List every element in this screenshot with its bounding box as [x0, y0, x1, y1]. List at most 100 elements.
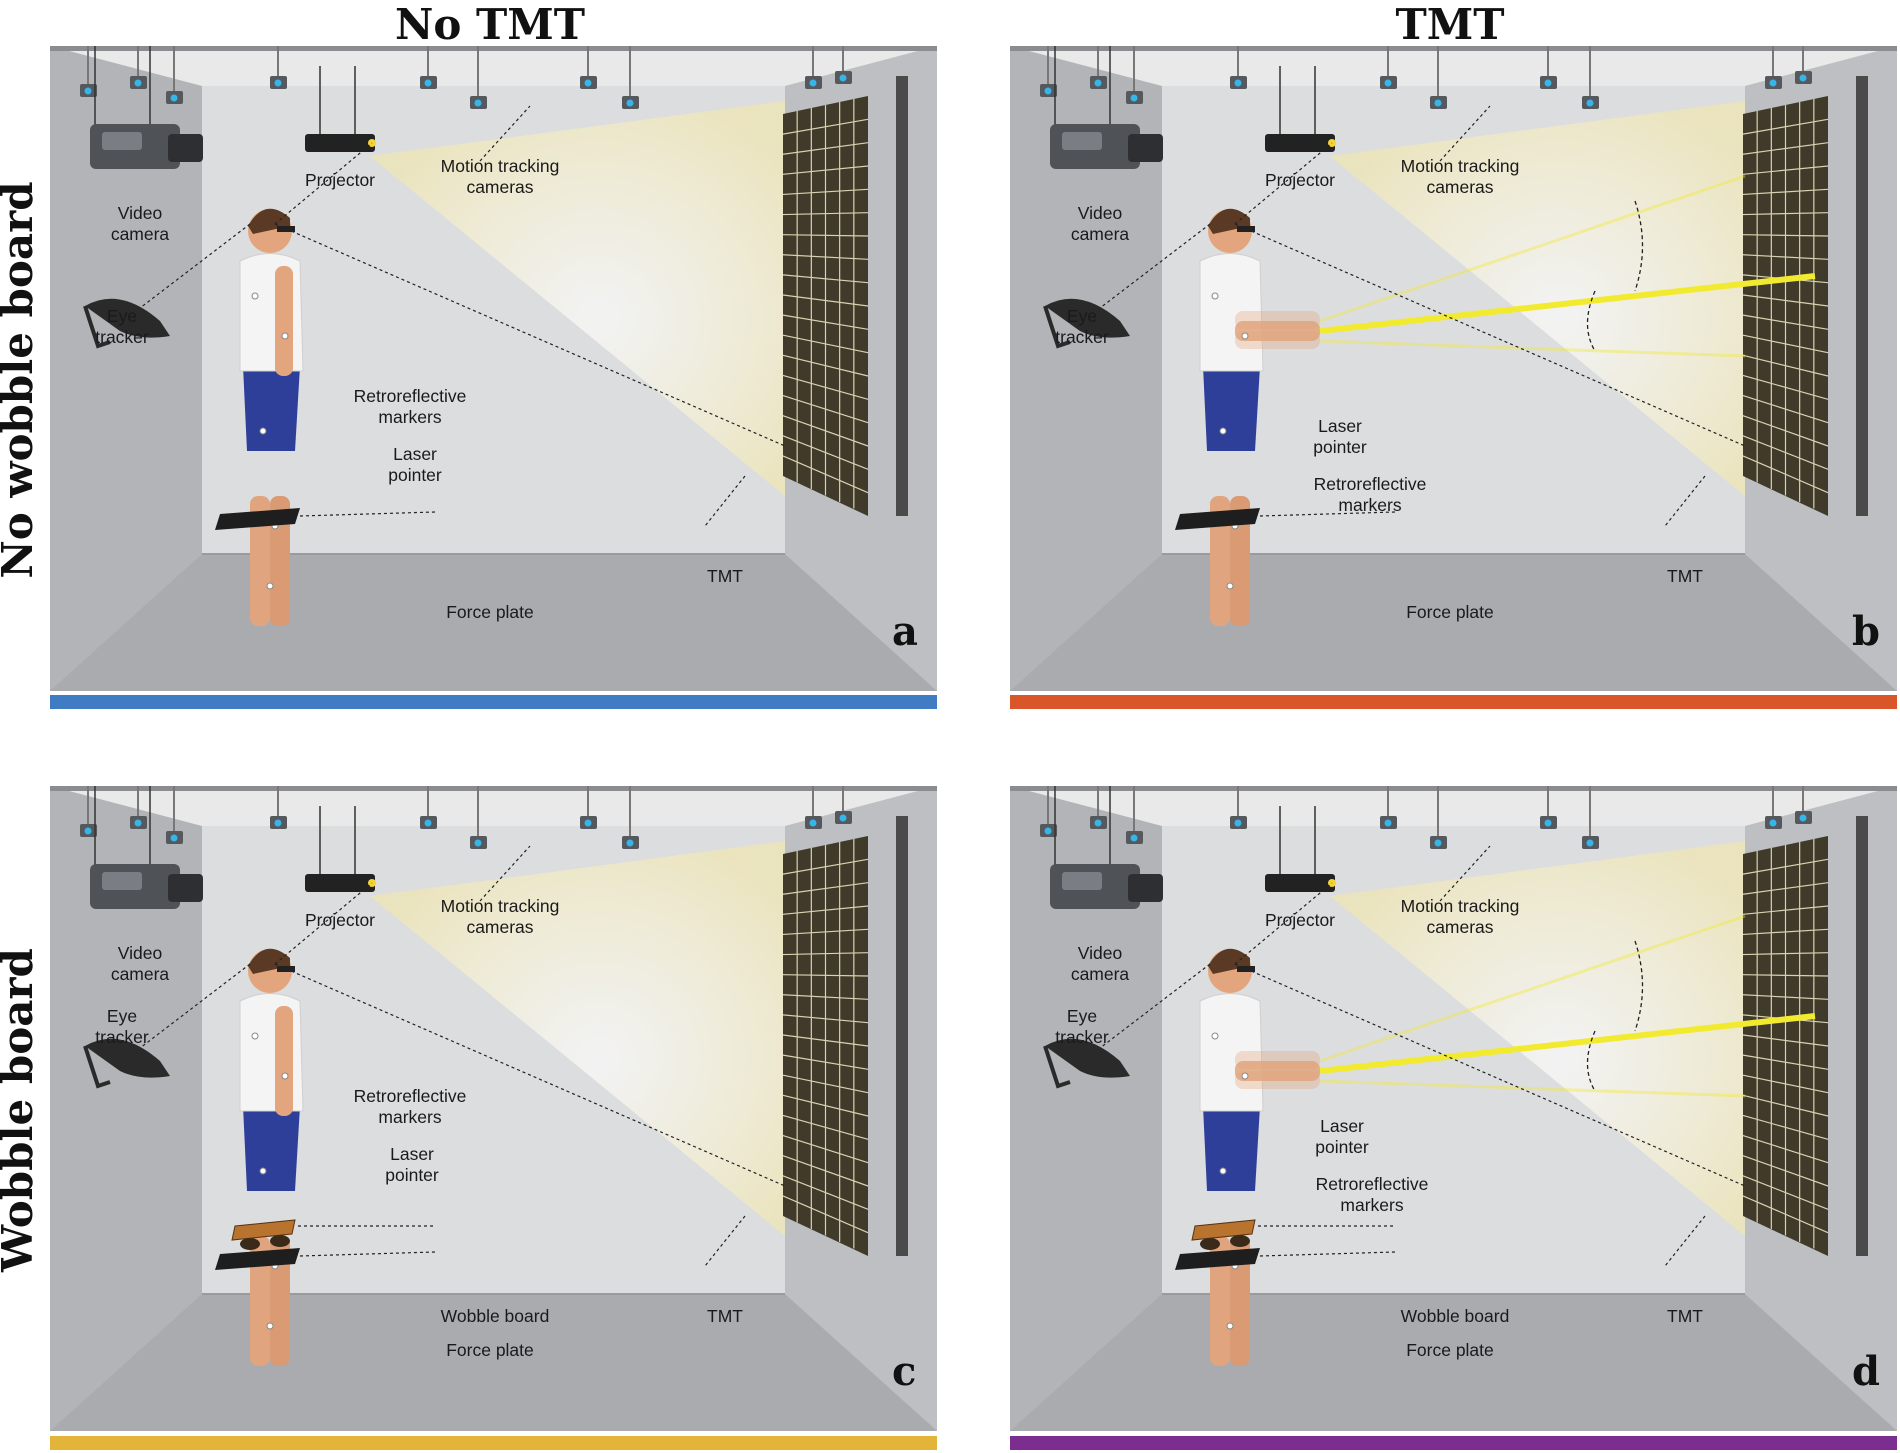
- person-arm: [275, 266, 293, 376]
- leader-force-plate: [299, 511, 436, 517]
- camera-lens: [1799, 814, 1807, 822]
- wobble-board-roller: [270, 1235, 290, 1247]
- row-header-no-wobble-board: No wobble board: [0, 181, 42, 579]
- retroreflective-marker: [259, 427, 267, 435]
- force-plate: [1175, 508, 1260, 530]
- retroreflective-marker: [1226, 1322, 1234, 1330]
- left-wall: [50, 46, 202, 691]
- camera-lens: [626, 839, 634, 847]
- videocam-lens: [168, 134, 203, 162]
- person-leg: [1210, 496, 1230, 626]
- laser-beam-ghost: [1319, 339, 1746, 358]
- camera-lens: [134, 79, 142, 87]
- leader-eye-tracker: [139, 223, 251, 309]
- person-shorts: [1203, 366, 1260, 451]
- leader-cameras: [479, 845, 531, 902]
- label-laser-pointer: Laser pointer: [388, 444, 442, 485]
- panel-letter: c: [892, 1348, 917, 1395]
- column-header-tmt: TMT: [1395, 0, 1505, 49]
- camera-lens: [474, 839, 482, 847]
- range-arc: [1586, 1030, 1596, 1092]
- laser-beam-ghost: [1319, 914, 1746, 1063]
- retroreflective-marker: [251, 1032, 259, 1040]
- label-tmt: TMT: [707, 566, 743, 586]
- ceiling-rail: [1010, 786, 1897, 791]
- person-shirt: [239, 993, 304, 1112]
- leader-cameras: [1439, 105, 1491, 162]
- range-arc: [1634, 200, 1644, 292]
- projector-body: [305, 134, 375, 152]
- force-plate: [215, 508, 300, 530]
- projector-body: [1265, 874, 1335, 892]
- camera-lens: [1586, 839, 1594, 847]
- label-laser-pointer: Laser pointer: [1313, 416, 1367, 457]
- column-header-no-tmt: No TMT: [394, 0, 586, 49]
- label-retroreflective-markers: Retroreflective markers: [353, 1086, 467, 1127]
- leader-force-plate: [1259, 1251, 1396, 1257]
- camera-lens: [839, 814, 847, 822]
- leader-tmt: [704, 1215, 746, 1267]
- camera-lens: [1130, 834, 1138, 842]
- camera-lens: [84, 827, 92, 835]
- leader-gaze: [274, 963, 786, 1187]
- leader-force-plate: [299, 1251, 436, 1257]
- camera-lens: [274, 819, 282, 827]
- retroreflective-marker: [251, 292, 259, 300]
- label-projector: Projector: [304, 170, 376, 190]
- person-leg: [1210, 1236, 1230, 1366]
- person-shorts: [1203, 1106, 1260, 1191]
- camera-lens: [1234, 819, 1242, 827]
- row-header-wobble-board: Wobble board: [0, 948, 42, 1272]
- camera-lens: [1799, 74, 1807, 82]
- eye-tracker-arm: [1043, 305, 1071, 349]
- eye-tracker-glasses: [85, 298, 170, 338]
- laser-beam-ghost: [1319, 174, 1746, 323]
- label-laser-pointer: Laser pointer: [385, 1144, 439, 1185]
- label-force-plate: Force plate: [446, 1340, 534, 1360]
- eye-tracker-arm: [83, 1045, 111, 1089]
- leader-cameras: [1439, 845, 1491, 902]
- ceiling-rail: [1010, 46, 1897, 51]
- lab-scene: [1010, 786, 1897, 1431]
- projection-cone: [370, 101, 785, 496]
- eye-tracker-arm: [83, 305, 111, 349]
- label-motion-cameras: Motion tracking cameras: [1400, 896, 1520, 937]
- wobble-board: [231, 1219, 296, 1241]
- wobble-board-roller: [240, 1238, 260, 1250]
- videocam-lens: [1128, 134, 1163, 162]
- camera-lens: [1544, 79, 1552, 87]
- label-force-plate: Force plate: [1406, 602, 1494, 622]
- camera-lens: [1384, 819, 1392, 827]
- retroreflective-marker: [266, 1322, 274, 1330]
- camera-lens: [1094, 79, 1102, 87]
- leader-eye-tracker: [139, 963, 251, 1049]
- person-arm: [1235, 321, 1320, 341]
- panel-d: Video camera Projector Motion tracking c…: [1010, 786, 1897, 1431]
- laser-beam: [1319, 1013, 1816, 1074]
- videocam-panel: [102, 872, 142, 890]
- label-tmt: TMT: [707, 1306, 743, 1326]
- ceiling: [50, 786, 937, 826]
- camera-lens: [1130, 94, 1138, 102]
- person-arm-ghost: [1235, 331, 1320, 349]
- retroreflective-marker: [281, 1072, 289, 1080]
- camera-lens: [1769, 79, 1777, 87]
- laser-beam-ghost: [1319, 1079, 1746, 1098]
- person-shirt: [239, 253, 304, 372]
- retroreflective-marker: [1241, 332, 1249, 340]
- eye-tracker-glasses: [1045, 298, 1130, 338]
- camera-lens: [1544, 819, 1552, 827]
- camera-lens: [1434, 99, 1442, 107]
- label-eye-tracker: Eye tracker: [95, 306, 149, 347]
- camera-lens: [1384, 79, 1392, 87]
- label-tmt: TMT: [1667, 566, 1703, 586]
- leader-eye-tracker: [1099, 963, 1211, 1049]
- lab-scene: [1010, 46, 1897, 691]
- label-eye-tracker: Eye tracker: [1055, 1006, 1109, 1047]
- retroreflective-marker: [1211, 1032, 1219, 1040]
- projection-cone: [1330, 841, 1745, 1236]
- left-wall: [1010, 46, 1162, 691]
- camera-lens: [1769, 819, 1777, 827]
- panel-a: Video camera Projector Motion tracking c…: [50, 46, 937, 691]
- leader-gaze: [1234, 963, 1746, 1187]
